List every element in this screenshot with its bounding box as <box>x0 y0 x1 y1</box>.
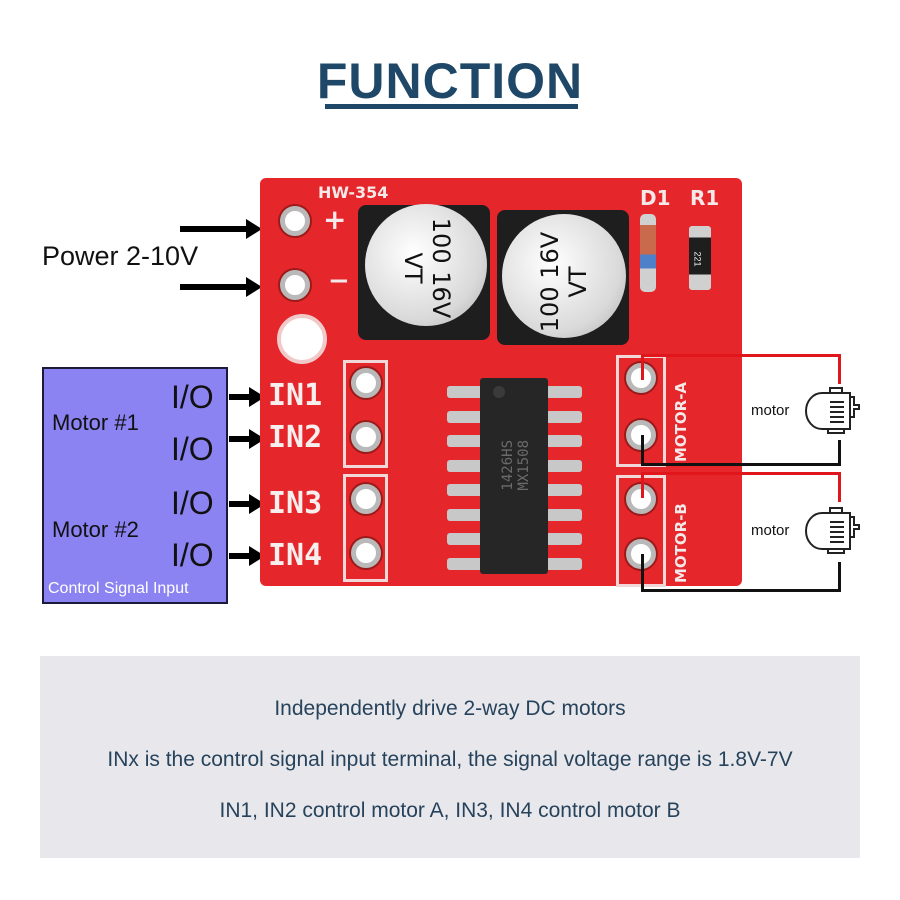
motor-b-label: MOTOR-B <box>672 503 690 583</box>
motor-a-negative-wire <box>641 435 644 465</box>
chip-pin <box>546 557 582 570</box>
in4-label: IN4 <box>268 538 323 573</box>
info-line: IN1, IN2 control motor A, IN3, IN4 contr… <box>219 799 681 822</box>
chip-pin <box>546 508 582 521</box>
motor-b-positive-wire <box>641 472 841 475</box>
in1-label: IN1 <box>268 378 323 413</box>
motor-a-positive-wire <box>838 354 841 384</box>
motor-icon <box>805 507 860 554</box>
capacitor-1 <box>365 204 487 326</box>
motor-b-positive-wire <box>641 472 644 498</box>
chip-pin <box>546 435 582 447</box>
chip-pin <box>447 557 483 570</box>
chip-pin <box>447 484 483 496</box>
io-label: I/O <box>171 379 214 415</box>
capacitor-1-series: VT <box>399 252 427 284</box>
in1-in2-header-outline <box>343 360 388 468</box>
chip-pin <box>546 533 582 545</box>
motor-b-negative-wire <box>641 589 841 592</box>
in3-label: IN3 <box>268 486 323 521</box>
power-positive-pad <box>280 206 310 236</box>
info-panel <box>40 656 860 858</box>
board-model-label: HW-354 <box>318 183 389 202</box>
resistor <box>689 226 711 290</box>
chip-pin <box>447 435 483 447</box>
chip-pin <box>546 459 582 472</box>
diode <box>640 214 656 292</box>
motor-a-positive-wire <box>641 354 841 357</box>
power-negative-pad <box>280 270 310 300</box>
chip-pin <box>546 386 582 398</box>
io-label: I/O <box>171 485 214 521</box>
in1-arrow-icon <box>229 387 265 407</box>
in4-pad <box>351 538 381 568</box>
in2-label: IN2 <box>268 420 323 455</box>
chip-pin1-dot <box>493 386 505 398</box>
capacitor-2-series: VT <box>564 266 592 298</box>
mounting-hole <box>277 314 327 364</box>
in3-pad <box>351 484 381 514</box>
motor-a-negative-wire <box>641 463 841 466</box>
driver-chip <box>480 378 548 574</box>
chip-code: 1426HS <box>500 440 516 491</box>
io-label: I/O <box>171 431 214 467</box>
in3-in4-header-outline <box>343 474 388 582</box>
page-title: FUNCTION <box>316 53 584 109</box>
info-line: INx is the control signal input terminal… <box>107 748 793 771</box>
positive-sign: + <box>323 203 347 236</box>
control-box-footer: Control Signal Input <box>48 580 189 597</box>
chip-pin <box>546 484 582 496</box>
motor-icon <box>805 387 860 434</box>
capacitor-1-text: 100 16V VT <box>399 213 455 323</box>
control-signal-box <box>42 367 228 604</box>
negative-sign: − <box>328 266 350 296</box>
power-positive-arrow-icon <box>180 219 262 239</box>
chip-pin <box>447 386 483 398</box>
info-line: Independently drive 2-way DC motors <box>274 697 626 720</box>
in2-arrow-icon <box>229 429 265 449</box>
chip-pin <box>447 533 483 545</box>
motor-b-negative-wire <box>838 562 841 592</box>
chip-part: MX1508 <box>516 440 532 491</box>
motor-a-label: MOTOR-A <box>672 381 690 462</box>
resistor-code: 221 <box>692 251 703 267</box>
capacitor-1-voltage: 16V <box>427 271 455 319</box>
motor-1-label: Motor #1 <box>52 410 139 435</box>
in1-pad <box>351 368 381 398</box>
in3-arrow-icon <box>229 494 265 514</box>
in2-pad <box>351 422 381 452</box>
chip-pin <box>447 410 483 423</box>
chip-pin <box>447 459 483 472</box>
motor-b-caption: motor <box>751 522 790 539</box>
power-label: Power 2-10V <box>42 241 199 271</box>
chip-pin <box>447 508 483 521</box>
capacitor-1-value: 100 <box>427 217 455 264</box>
motor-b-negative-wire <box>641 554 644 592</box>
power-negative-arrow-icon <box>180 277 262 297</box>
motor-a-caption: motor <box>751 402 790 419</box>
capacitor-2 <box>502 214 626 338</box>
io-label: I/O <box>171 537 214 573</box>
motor-b-positive-wire <box>838 472 841 502</box>
motor-a-negative-wire <box>838 440 841 466</box>
capacitor-2-voltage: 16V <box>536 231 564 279</box>
capacitor-2-text: 100 16V VT <box>536 227 592 337</box>
in4-arrow-icon <box>229 546 265 566</box>
motor-a-positive-wire <box>641 354 644 380</box>
title-underline <box>325 104 578 109</box>
capacitor-2-value: 100 <box>536 286 564 333</box>
chip-pin <box>546 410 582 423</box>
resistor-label: R1 <box>690 186 720 210</box>
motor-2-label: Motor #2 <box>52 517 139 542</box>
diode-label: D1 <box>640 186 671 210</box>
